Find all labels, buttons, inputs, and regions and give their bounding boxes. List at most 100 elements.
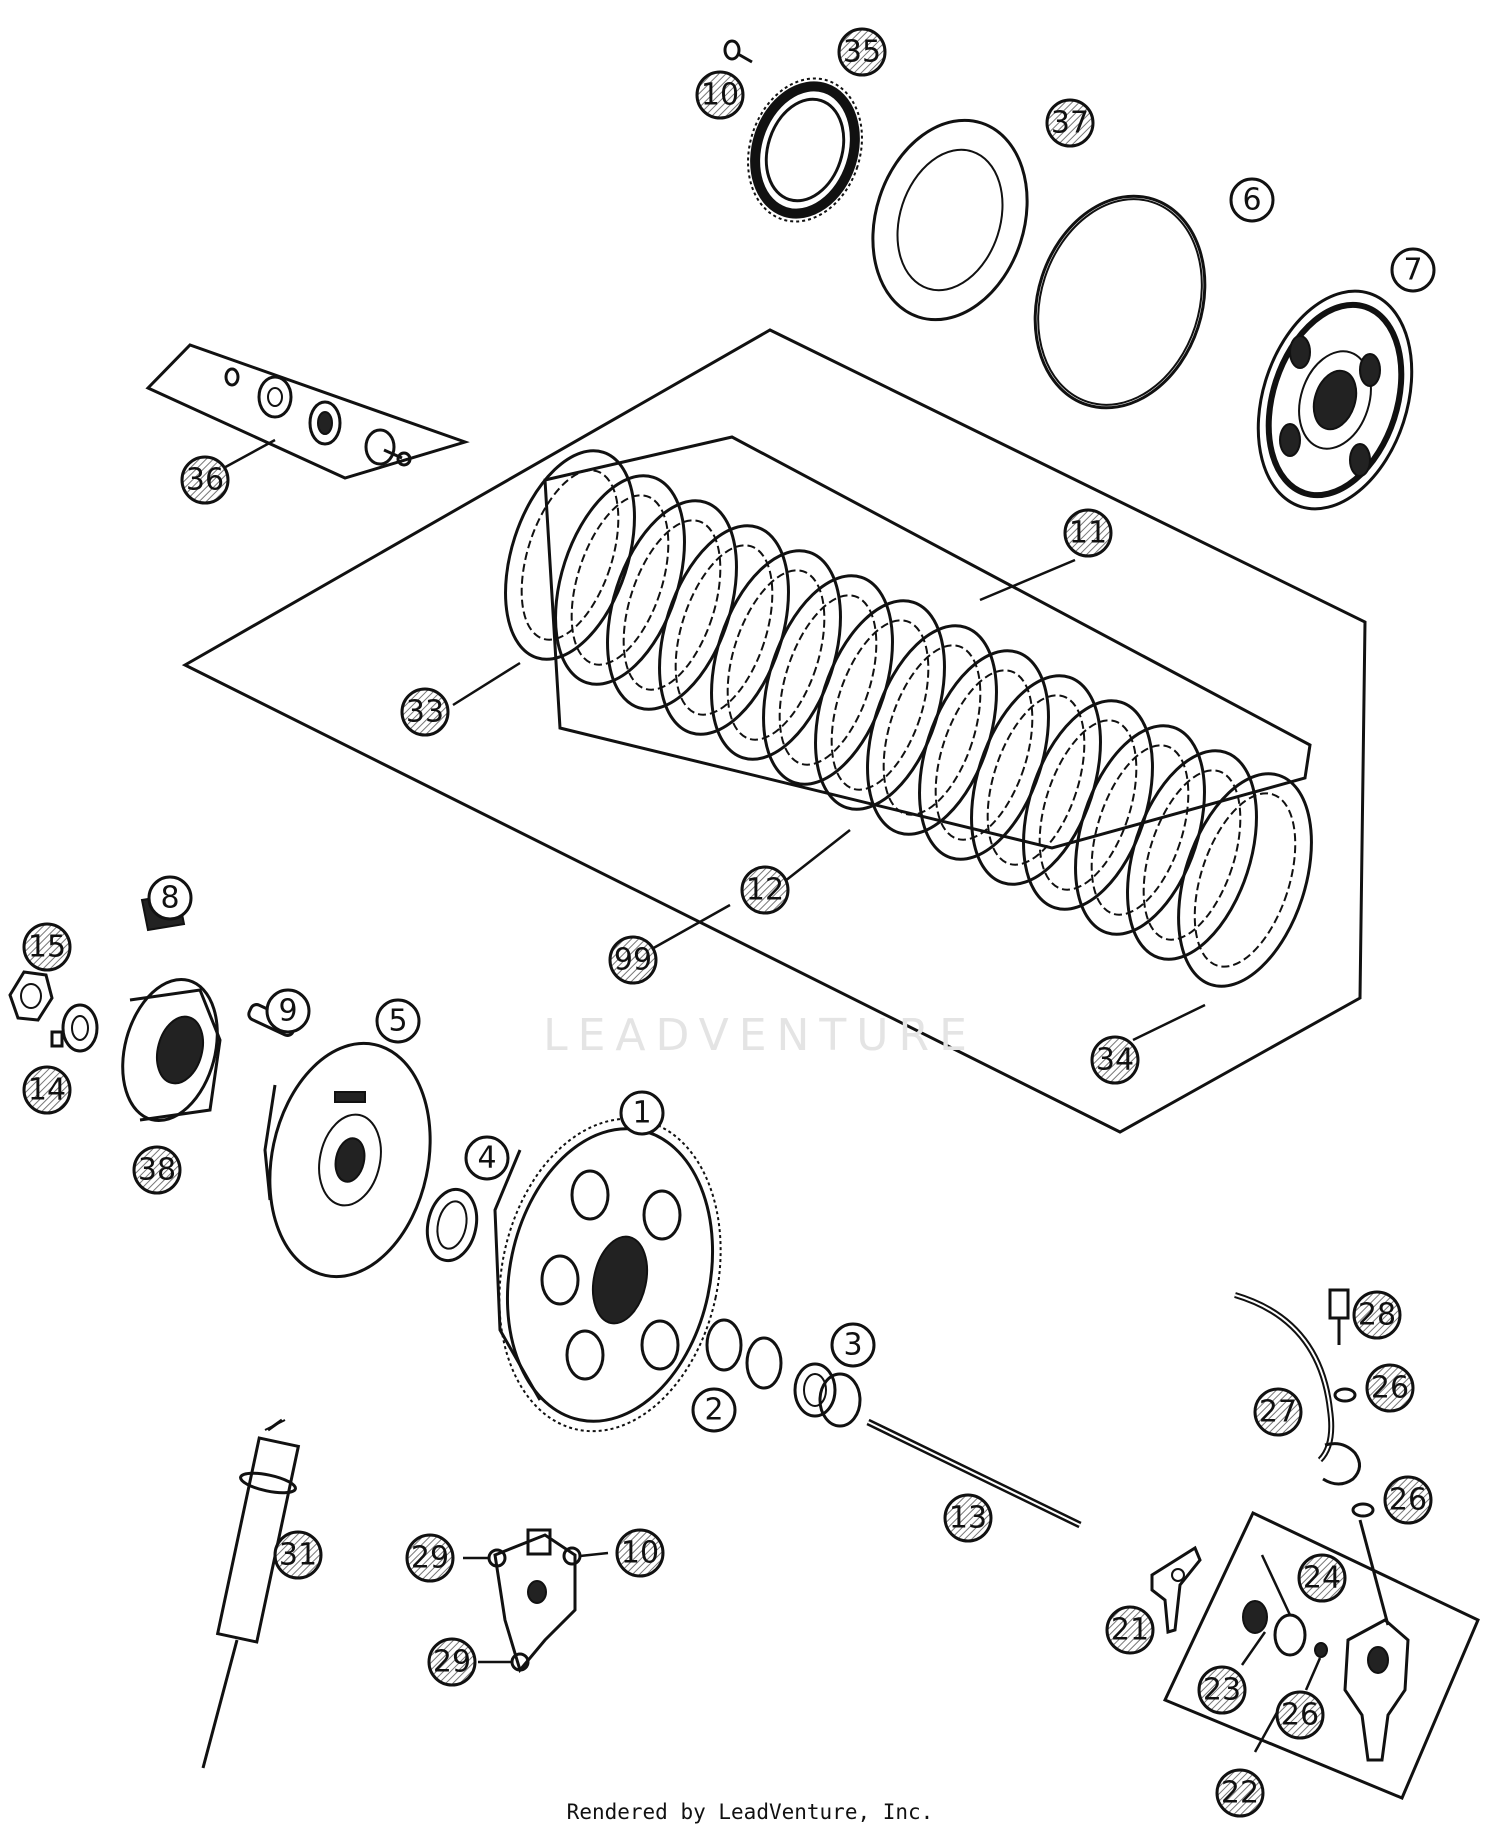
part-38-inner-hub: [121, 977, 222, 1123]
callout-24-label: 24: [1303, 1561, 1341, 1596]
callout-9: 9: [265, 988, 311, 1034]
part-23-24-seal: [1242, 1600, 1328, 1658]
part-10-29-lever-housing: [487, 1528, 582, 1674]
callout-10-top: 10: [695, 70, 745, 120]
callout-22-label: 22: [1221, 1776, 1259, 1811]
callout-8-label: 8: [160, 881, 179, 916]
callout-4-label: 4: [477, 1141, 496, 1176]
part-26-washers: [1333, 1387, 1375, 1518]
part-28-bleeder: [1328, 1288, 1350, 1345]
callout-2: 2: [691, 1387, 737, 1433]
callout-36-label: 36: [186, 463, 224, 498]
callout-34: 34: [1090, 1035, 1140, 1085]
callout-22: 22: [1215, 1768, 1265, 1818]
part-2-bushings: [705, 1318, 783, 1390]
callout-15-label: 15: [28, 930, 66, 965]
clutch-plate-stack: [504, 449, 1313, 988]
part-4-thrust-washer: [425, 1187, 479, 1263]
part-22-slave-cylinder: [1343, 1519, 1410, 1762]
callout-9-label: 9: [278, 994, 297, 1029]
callout-10-bottom: 10: [615, 1528, 665, 1578]
callout-23-label: 23: [1203, 1673, 1241, 1708]
callout-99-label: 99: [614, 943, 652, 978]
callout-11-label: 11: [1069, 516, 1107, 551]
callout-28-label: 28: [1358, 1298, 1396, 1333]
part-35-friction-ring: [747, 77, 863, 223]
part-10-bolt-top: [723, 39, 753, 64]
kit-frame-36: [145, 343, 470, 480]
callout-29-bottom-label: 29: [433, 1645, 471, 1680]
callout-37: 37: [1045, 98, 1095, 148]
callout-27-label: 27: [1259, 1395, 1297, 1430]
part-7-pressure-plate: [1256, 289, 1414, 511]
watermark: LEADVENTURE: [543, 1010, 977, 1061]
part-37-disc: [871, 118, 1029, 322]
callout-2-label: 2: [704, 1393, 723, 1428]
callout-31-label: 31: [279, 1538, 317, 1573]
callout-1: 1: [619, 1090, 665, 1136]
callout-21: 21: [1105, 1605, 1155, 1655]
callout-33-label: 33: [406, 695, 444, 730]
callout-12: 12: [740, 865, 790, 915]
callout-35: 35: [837, 27, 887, 77]
callout-38-label: 38: [138, 1153, 176, 1188]
callout-8: 8: [147, 875, 193, 921]
callout-27: 27: [1253, 1387, 1303, 1437]
kit-frame-plates: [543, 435, 1312, 850]
callout-5-label: 5: [388, 1004, 407, 1039]
part-6-oring: [1033, 194, 1207, 410]
callout-31: 31: [273, 1530, 323, 1580]
callout-26-c-label: 26: [1281, 1698, 1319, 1733]
callout-4: 4: [464, 1135, 510, 1181]
callout-10-top-label: 10: [701, 78, 739, 113]
callout-26-b-label: 26: [1389, 1483, 1427, 1518]
callout-15: 15: [22, 922, 72, 972]
callout-12-label: 12: [746, 873, 784, 908]
part-5-pressure-hub: [263, 1041, 432, 1279]
kit-frame-99: [181, 328, 1367, 1134]
part-27-hose: [1234, 1292, 1361, 1486]
part-21-bracket: [1150, 1545, 1202, 1634]
callout-3-label: 3: [843, 1328, 862, 1363]
callout-37-label: 37: [1051, 106, 1089, 141]
callout-29-bottom: 29: [427, 1637, 477, 1687]
callout-34-label: 34: [1096, 1043, 1134, 1078]
part-14-lock-washer: [50, 1003, 99, 1053]
callout-10-bottom-label: 10: [621, 1536, 659, 1571]
kit-36-parts: [224, 367, 412, 467]
callout-13-label: 13: [949, 1501, 987, 1536]
callout-14-label: 14: [28, 1073, 66, 1108]
callout-11: 11: [1063, 508, 1113, 558]
credit-line: Rendered by LeadVenture, Inc.: [566, 1800, 934, 1824]
part-31-syringe: [201, 1418, 301, 1769]
callout-26-b: 26: [1383, 1475, 1433, 1525]
callout-33: 33: [400, 687, 450, 737]
part-13-push-rod: [866, 1418, 1082, 1529]
callout-23: 23: [1197, 1665, 1247, 1715]
callout-3: 3: [830, 1322, 876, 1368]
callout-7-label: 7: [1403, 253, 1422, 288]
callout-38: 38: [132, 1145, 182, 1195]
callout-6: 6: [1229, 177, 1275, 223]
callout-13: 13: [943, 1493, 993, 1543]
callout-99: 99: [608, 935, 658, 985]
callout-29-top-label: 29: [411, 1541, 449, 1576]
callout-24: 24: [1297, 1553, 1347, 1603]
callout-26-a-label: 26: [1371, 1371, 1409, 1406]
callout-7: 7: [1390, 247, 1436, 293]
callout-35-label: 35: [843, 35, 881, 70]
leader-lines: [219, 438, 1322, 1753]
callout-26-c: 26: [1275, 1690, 1325, 1740]
part-15-nut: [8, 970, 54, 1022]
callout-36: 36: [180, 455, 230, 505]
callout-26-a: 26: [1365, 1363, 1415, 1413]
callout-6-label: 6: [1242, 183, 1261, 218]
callout-28: 28: [1352, 1290, 1402, 1340]
callout-21-label: 21: [1111, 1613, 1149, 1648]
kit-frame-22: [1162, 1510, 1480, 1800]
callout-1-label: 1: [632, 1096, 651, 1131]
part-3-bushing: [793, 1362, 862, 1428]
callout-29-top: 29: [405, 1533, 455, 1583]
callout-14: 14: [22, 1065, 72, 1115]
